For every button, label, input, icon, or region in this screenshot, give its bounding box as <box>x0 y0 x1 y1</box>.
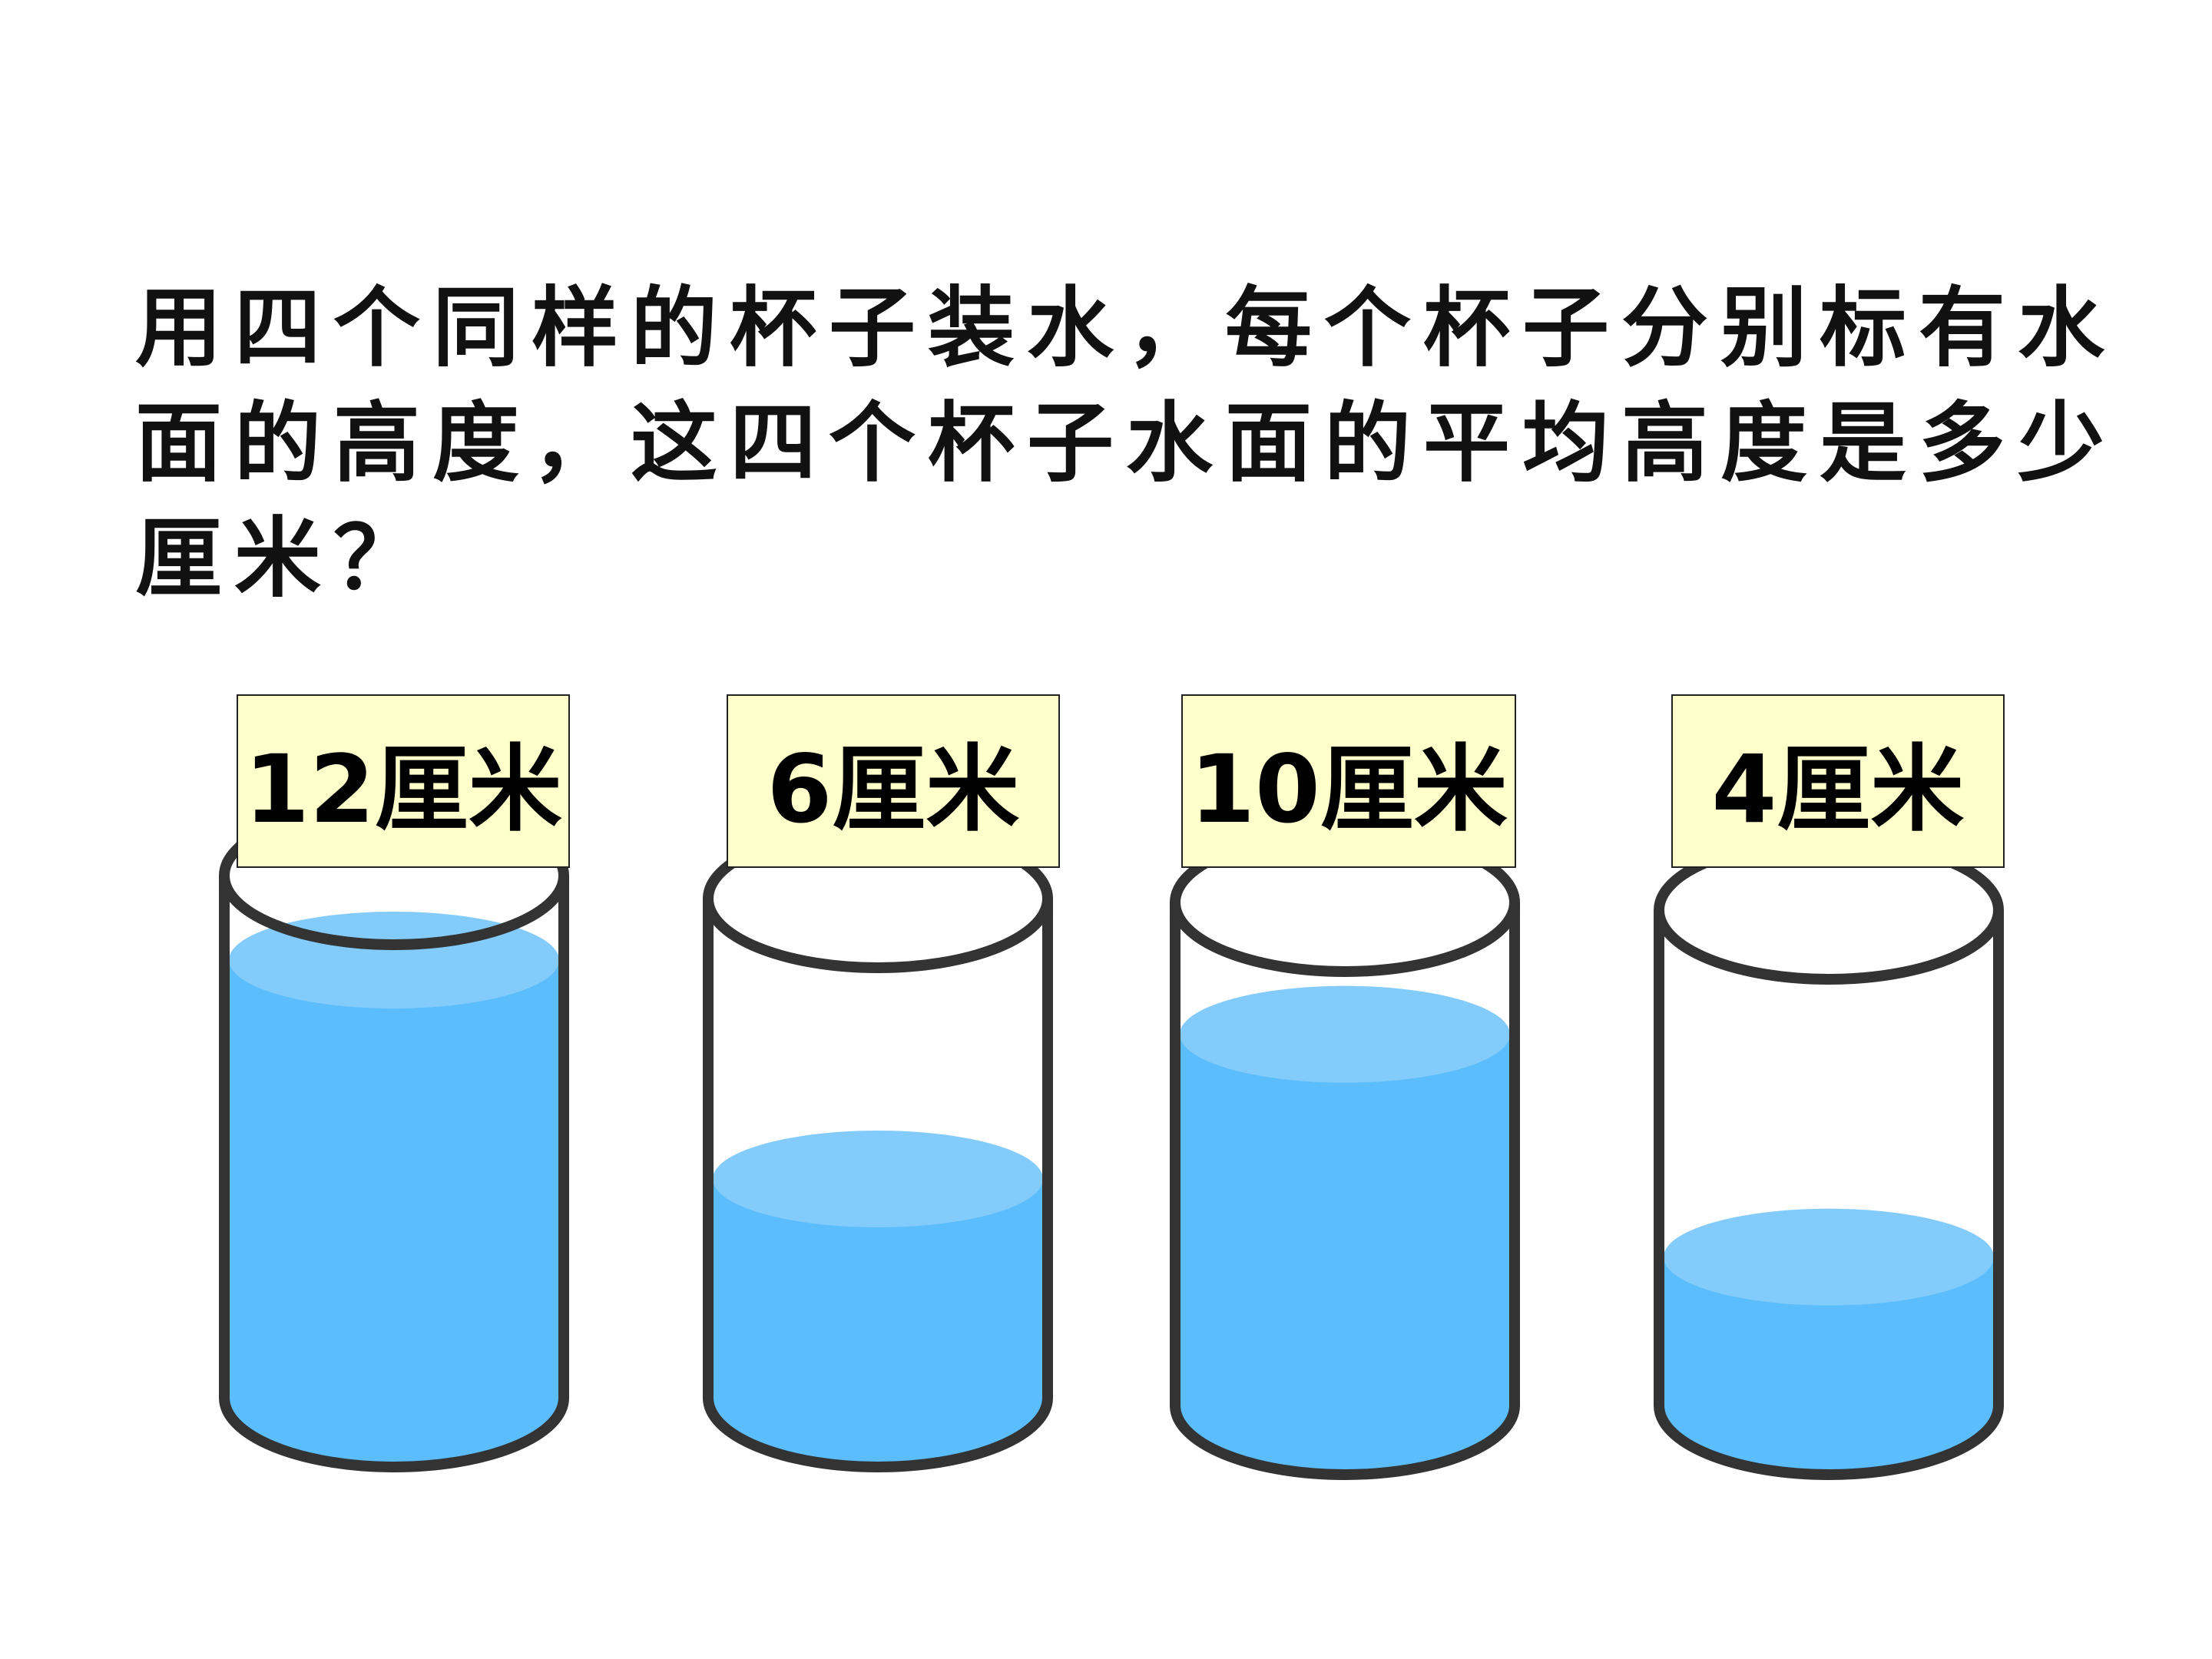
cup-label-1-text: 12厘米 <box>244 734 562 844</box>
cup-1-bottom <box>219 1397 569 1472</box>
cup-2-water <box>713 1179 1043 1467</box>
cup-label-3: 10厘米 <box>1181 694 1516 868</box>
cup-4 <box>1654 836 2004 1480</box>
cup-label-2-text: 6厘米 <box>767 734 1020 844</box>
cup-label-2: 6厘米 <box>727 694 1060 868</box>
cup-3-water-surface <box>1180 985 1510 1083</box>
question-text: 用四个同样的杯子装水，每个杯子分别标有水 面的高度，这四个杯子水面的平均高度是多… <box>135 270 2132 616</box>
cup-3-water <box>1180 1034 1510 1475</box>
cup-label-1: 12厘米 <box>237 694 570 868</box>
cup-1 <box>219 801 569 1472</box>
cup-4-bottom <box>1654 1405 2004 1480</box>
question-line-2: 面的高度，这四个杯子水面的平均高度是多少 <box>135 392 2117 494</box>
cup-2-water-surface <box>713 1131 1043 1227</box>
cup-4-water-surface <box>1664 1208 1994 1306</box>
cup-label-4-text: 4厘米 <box>1711 734 1965 844</box>
cup-3-bottom <box>1170 1405 1520 1480</box>
cup-label-4: 4厘米 <box>1671 694 2005 868</box>
question-line-3: 厘米？ <box>135 507 432 609</box>
cup-2-bottom <box>703 1397 1053 1472</box>
question-line-1: 用四个同样的杯子装水，每个杯子分别标有水 <box>135 276 2117 379</box>
cup-3 <box>1170 828 1520 1480</box>
cup-2 <box>703 824 1053 1472</box>
cup-label-3-text: 10厘米 <box>1190 734 1508 844</box>
cup-4-water <box>1664 1257 1994 1475</box>
cup-1-water <box>229 960 559 1467</box>
